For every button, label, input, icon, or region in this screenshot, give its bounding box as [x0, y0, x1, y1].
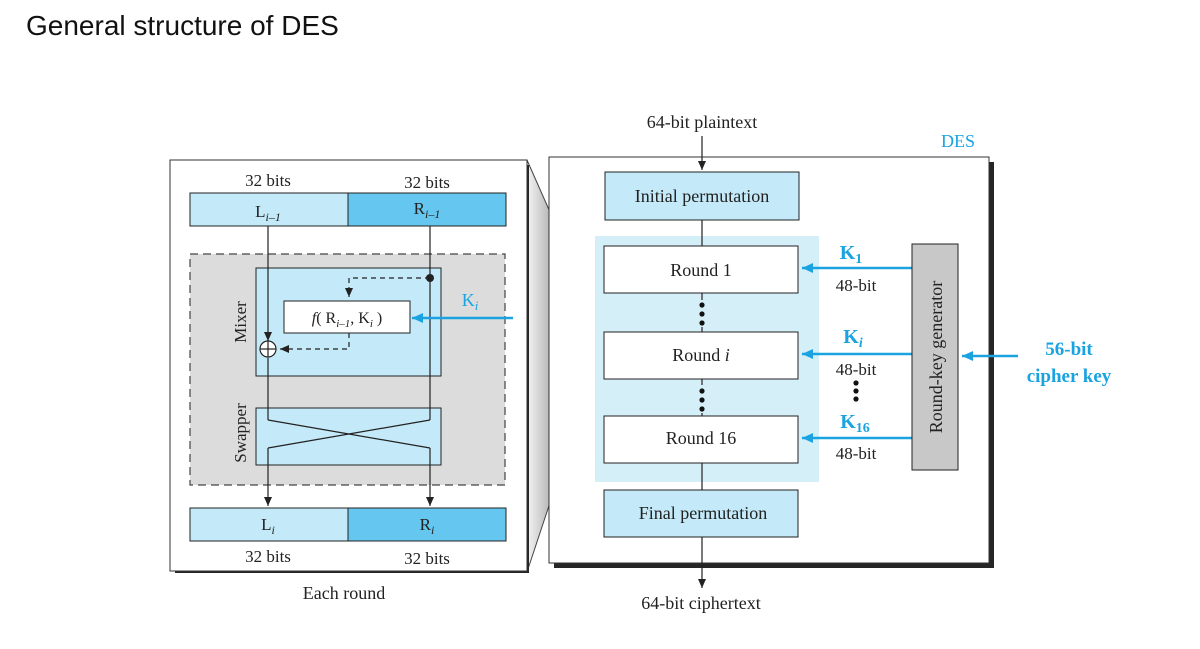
ki-bits-label: 48-bit — [836, 360, 877, 379]
each-round-caption: Each round — [303, 583, 385, 603]
function-f-label: f( Ri–1, Ki ) — [312, 310, 382, 330]
key-ki-label: Ki — [843, 326, 863, 351]
right-input-label: Ri–1 — [414, 199, 441, 221]
round-key-generator-label: Round-key generator — [926, 281, 946, 433]
swapper-box — [255, 407, 442, 466]
right-half-output — [347, 507, 507, 542]
top-right-bits: 32 bits — [404, 173, 450, 192]
left-output-label: Li — [261, 515, 275, 537]
initial-permutation-label: Initial permutation — [635, 186, 769, 206]
des-label: DES — [941, 131, 975, 151]
cipher-key-label-line2: cipher key — [1027, 366, 1112, 387]
left-input-label: Li–1 — [255, 202, 281, 224]
round-i-box — [603, 331, 799, 380]
key-k1-label: K1 — [840, 242, 863, 267]
k1-bits-label: 48-bit — [836, 276, 877, 295]
page-title: General structure of DES — [26, 10, 339, 41]
right-half-input — [347, 192, 507, 227]
round-detail-panel: 32 bits 32 bits Li–1 Ri–1 Mixer Swapper … — [169, 159, 529, 573]
round-16-label: Round 16 — [666, 428, 737, 448]
left-half-output — [189, 507, 349, 542]
final-permutation-label: Final permutation — [639, 503, 767, 523]
swapper-label: Swapper — [231, 403, 250, 463]
key-ellipsis-dots — [853, 380, 859, 402]
xor-icon — [259, 340, 277, 358]
function-f-box — [283, 300, 411, 334]
bottom-left-bits: 32 bits — [245, 547, 291, 566]
round-16-box — [603, 415, 799, 464]
right-output-label: Ri — [420, 515, 435, 537]
initial-permutation-box — [604, 171, 800, 221]
round-1-box — [603, 245, 799, 294]
key-k16-label: K16 — [840, 411, 870, 436]
left-half-input — [189, 192, 349, 227]
ellipsis-dots-upper — [699, 302, 705, 326]
cipher-key-label-line1: 56-bit — [1045, 339, 1093, 360]
mixer-label: Mixer — [231, 301, 250, 343]
top-left-bits: 32 bits — [245, 171, 291, 190]
k16-bits-label: 48-bit — [836, 444, 877, 463]
bottom-right-bits: 32 bits — [404, 549, 450, 568]
round-key-label: Ki — [462, 290, 479, 313]
round-i-label: Round i — [672, 345, 730, 365]
plaintext-label: 64-bit plaintext — [647, 112, 757, 132]
des-panel: DES 64-bit plaintext Initial permutation… — [548, 112, 994, 588]
final-permutation-box — [603, 489, 799, 538]
round-1-label: Round 1 — [670, 260, 732, 280]
round-key-generator-box — [911, 243, 959, 471]
ciphertext-label: 64-bit ciphertext — [641, 593, 760, 613]
ellipsis-dots-lower — [699, 388, 705, 412]
